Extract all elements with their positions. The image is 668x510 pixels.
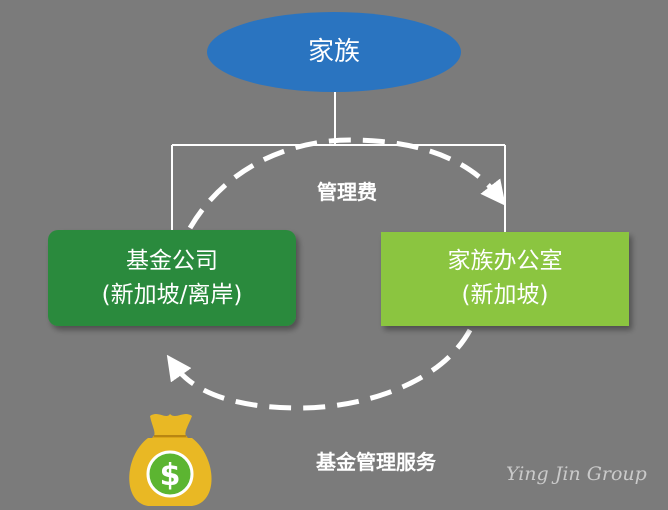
- money-bag-icon: $: [129, 414, 212, 506]
- management-fee-label: 管理费: [317, 180, 377, 204]
- management-fee-arrow: [187, 137, 506, 230]
- family-office-node-shape: [381, 232, 629, 326]
- fund-management-service-label: 基金管理服务: [316, 450, 436, 474]
- fund-company-node-shape: [48, 230, 296, 326]
- org-connector-line: [171, 92, 506, 232]
- family-node: 家族: [207, 34, 461, 70]
- watermark-text: Ying Jin Group: [506, 463, 647, 485]
- family-office-subtitle: (新加坡): [461, 282, 549, 308]
- family-office-node: 家族办公室 (新加坡): [381, 244, 629, 312]
- fund-management-service-arrow: [166, 328, 473, 411]
- fund-company-title: 基金公司: [126, 248, 218, 274]
- fund-company-subtitle: (新加坡/离岸): [101, 282, 243, 308]
- family-node-label: 家族: [307, 37, 360, 67]
- money-bag-symbol: $: [160, 458, 181, 493]
- family-office-title: 家族办公室: [447, 248, 563, 274]
- fund-company-node: 基金公司 (新加坡/离岸): [48, 244, 296, 312]
- family-node-shape: [207, 12, 461, 92]
